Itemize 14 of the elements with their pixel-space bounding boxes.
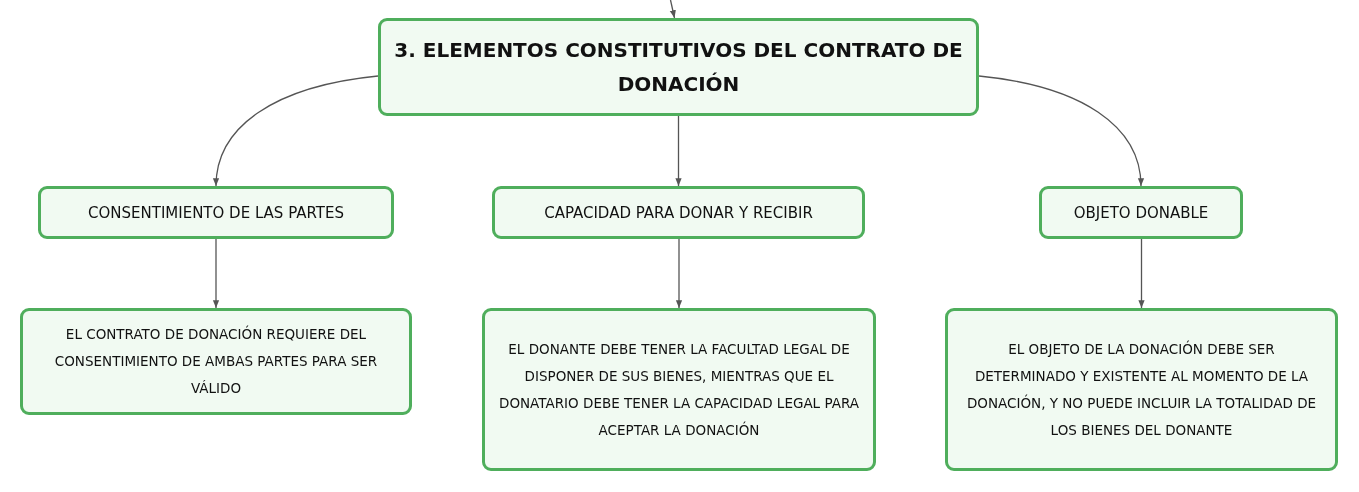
connector-arrow [669,0,676,19]
connector-arrow [978,75,1144,187]
topic-box: OBJETO DONABLE [1039,186,1243,239]
description-box: EL DONANTE DEBE TENER LA FACULTAD LEGAL DE DISPONER DE SUS BIENES, MIENTRAS QUE EL DONATARIO DEBE TENER LA CAPACIDAD LEGAL PARA ACEPTAR LA DONACIÓN [482,308,876,471]
topic-box: CAPACIDAD PARA DONAR Y RECIBIR [492,186,865,239]
connector-arrow [1138,238,1145,309]
description-box: EL CONTRATO DE DONACIÓN REQUIERE DEL CONSENTIMIENTO DE AMBAS PARTES PARA SER VÁLIDO [20,308,412,415]
connector-arrow [212,238,220,309]
topic-box: CONSENTIMIENTO DE LAS PARTES [38,186,394,239]
connector-arrow [213,75,379,187]
connector-arrow [675,115,682,187]
connector-arrow [675,238,683,309]
title-box: 3. ELEMENTOS CONSTITUTIVOS DEL CONTRATO DE DONACIÓN [378,18,979,116]
description-box: EL OBJETO DE LA DONACIÓN DEBE SER DETERMINADO Y EXISTENTE AL MOMENTO DE LA DONACIÓN, Y NO PUEDE INCLUIR LA TOTALIDAD DE LOS BIENES DEL DONANTE [945,308,1338,471]
